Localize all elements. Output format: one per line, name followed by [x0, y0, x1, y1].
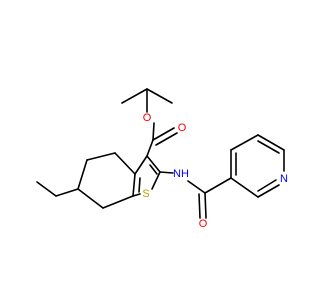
bond-ch-ch3-right: [146, 88, 173, 104]
molecule-diagram: O O NH S O N: [36, 88, 288, 230]
bond-c7a-c3a-inner: [138, 177, 141, 193]
bond-py-c2-c1: [257, 134, 285, 151]
bond-ch2-ch3: [36, 181, 57, 197]
bond-carbonyl-c-pyridine: [204, 177, 232, 194]
bond-c3-c2: [146, 155, 161, 173]
bond-o-ether-carbonyl-c: [152, 122, 155, 141]
bond-carbonyl-c-o-double-1: [152, 127, 175, 141]
atom-o-ester-carbonyl: O: [178, 122, 187, 134]
atom-labels: O O NH S O N: [142, 112, 288, 230]
bond-c6-c7: [77, 188, 104, 209]
atom-nh-amide: NH: [173, 168, 189, 180]
bond-c7-c7a: [102, 195, 134, 209]
bond-c3-c2-inner: [149, 164, 158, 175]
bonds: [36, 88, 285, 219]
bond-c7a-c3a: [132, 173, 136, 197]
bond-carbonyl-c-o-double-2: [155, 132, 178, 146]
bond-c4-c5: [86, 152, 116, 161]
bond-carbonyl-c-c3: [146, 139, 154, 157]
bond-c5-c6: [77, 159, 88, 190]
bond-amide-c-o-double-1: [204, 192, 207, 219]
bond-s-c7a: [132, 193, 141, 197]
bond-c2-nh: [159, 171, 174, 174]
bond-py-c6-c4: [230, 177, 259, 198]
bond-c3a-c4: [114, 152, 136, 175]
bond-py-c3-c2: [230, 134, 259, 151]
molecule-svg: O O NH S O N: [36, 88, 288, 230]
bond-ch3-ch-left: [121, 88, 148, 104]
bond-c2-s: [151, 171, 161, 190]
atom-o-ether: O: [143, 112, 152, 124]
bond-amide-c-o-double-2: [198, 193, 201, 219]
bond-py-n-c6: [257, 184, 280, 198]
atom-o-amide-carbonyl: O: [199, 218, 208, 230]
atom-n-pyridine: N: [280, 173, 288, 185]
bond-c3-c3a: [134, 155, 148, 175]
bond-py-n-c6-inner: [257, 179, 277, 192]
bond-py-c2-c1-inner: [257, 140, 280, 154]
bond-c6-ch2: [55, 188, 79, 197]
atom-s-thiophene: S: [142, 188, 149, 200]
bond-nh-carbonyl-c: [187, 180, 206, 194]
